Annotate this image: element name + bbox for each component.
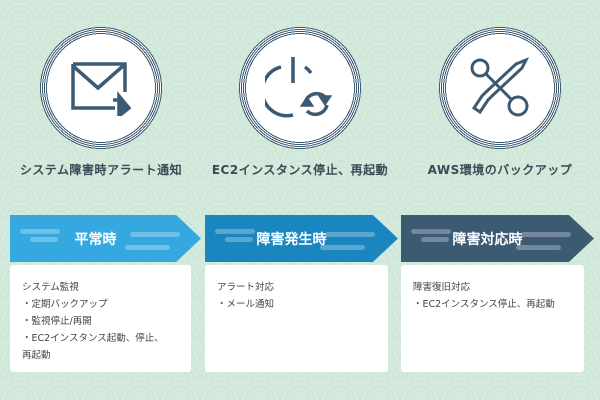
phase-card-response: 障害復旧対応 ・EC2インスタンス停止、再起動 bbox=[401, 265, 584, 372]
feature-label: システム障害時アラート通知 bbox=[19, 163, 183, 177]
feature-backup: AWS環境のバックアップ bbox=[410, 25, 590, 178]
phase-title: 障害発生時 bbox=[256, 231, 327, 248]
phase-banner-response: 障害対応時 bbox=[401, 215, 594, 262]
phase-banner-normal: 平常時 bbox=[10, 215, 201, 262]
mail-forward-icon bbox=[38, 25, 164, 151]
phase-title: 障害対応時 bbox=[452, 231, 523, 248]
card-line: ・EC2インスタンス停止、再起動 bbox=[413, 299, 555, 310]
card-line: ・EC2インスタンス起動、停止、 bbox=[22, 333, 164, 344]
feature-restart: EC2インスタンス停止、再起動 bbox=[210, 25, 390, 178]
feature-label: AWS環境のバックアップ bbox=[427, 163, 573, 177]
card-line: システム監視 bbox=[22, 282, 79, 293]
feature-alert: システム障害時アラート通知 bbox=[11, 25, 191, 178]
card-line: 再起動 bbox=[22, 350, 51, 361]
feature-label: EC2インスタンス停止、再起動 bbox=[211, 163, 389, 177]
card-line: 障害復旧対応 bbox=[413, 282, 471, 293]
power-restart-icon bbox=[237, 25, 363, 151]
phase-title: 平常時 bbox=[74, 231, 117, 248]
card-line: ・定期バックアップ bbox=[22, 299, 108, 310]
phase-card-incident: アラート対応 ・メール通知 bbox=[205, 265, 388, 372]
card-line: アラート対応 bbox=[217, 282, 275, 293]
phase-banner-incident: 障害発生時 bbox=[205, 215, 398, 262]
tools-icon bbox=[437, 25, 563, 151]
card-line: ・メール通知 bbox=[217, 299, 275, 310]
phase-card-normal: システム監視 ・定期バックアップ ・監視停止/再開 ・EC2インスタンス起動、停… bbox=[10, 265, 191, 372]
card-line: ・監視停止/再開 bbox=[22, 316, 92, 327]
